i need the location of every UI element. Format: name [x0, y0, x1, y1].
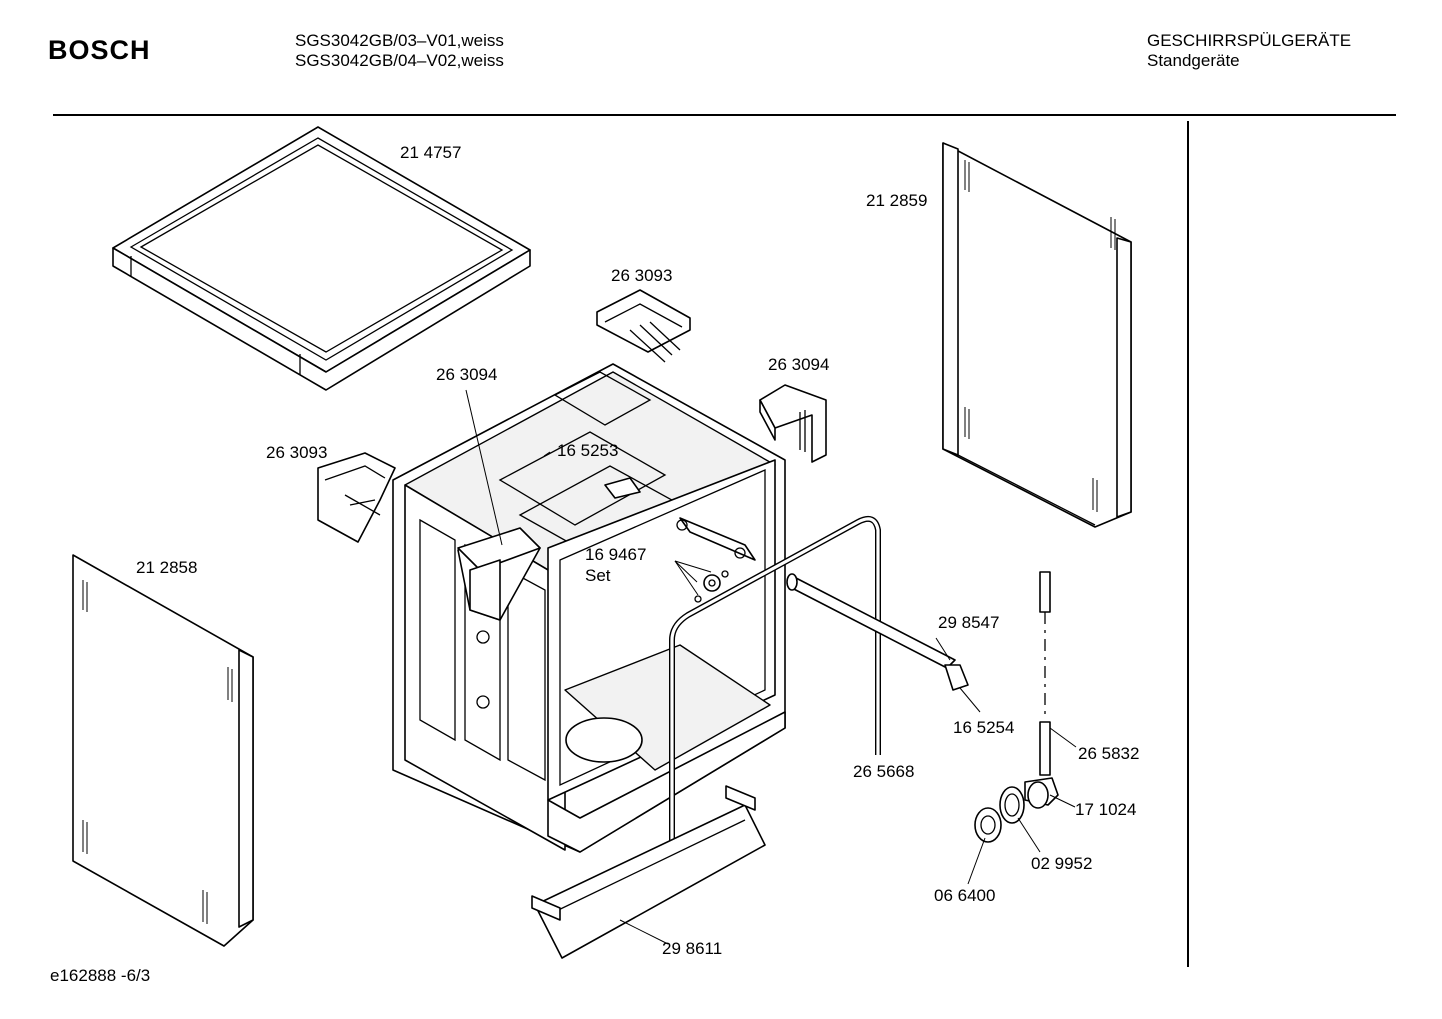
foot-screw-part — [1039, 571, 1051, 776]
category-title: GESCHIRRSPÜLGERÄTE — [1147, 31, 1352, 50]
model-line-1: SGS3042GB/03–V01,weiss — [295, 31, 504, 50]
document-code: e162888 -6/3 — [50, 966, 151, 985]
part-label-clip-top: 16 5253 — [557, 441, 619, 460]
bracket-right-part — [759, 384, 827, 463]
ring-part — [999, 786, 1025, 824]
brand-logo: BOSCH — [48, 35, 151, 65]
rail-part — [786, 573, 969, 691]
part-label-rail: 29 8547 — [938, 613, 1000, 632]
part-label-side-panel-left: 21 2858 — [136, 558, 198, 577]
part-label-foot-screw: 26 5832 — [1078, 744, 1140, 763]
part-label-ring: 02 9952 — [1031, 854, 1093, 873]
right-margin-divider — [1187, 121, 1189, 967]
hose-connector-part — [1024, 777, 1059, 809]
part-label-hinge-set-number: 16 9467 — [585, 545, 647, 564]
tub-body-part — [392, 363, 786, 853]
cap-part — [974, 807, 1002, 843]
part-label-bracket-top: 26 3093 — [611, 266, 673, 285]
left-side-panel-part — [72, 554, 254, 947]
part-label-rail-end: 16 5254 — [953, 718, 1015, 737]
bracket-top-part — [596, 289, 691, 363]
plinth-part — [531, 785, 766, 959]
part-label-top-cover: 21 4757 — [400, 143, 462, 162]
part-label-side-panel-right: 21 2859 — [866, 191, 928, 210]
top-cover-part — [112, 126, 531, 391]
part-label-hose-connector: 17 1024 — [1075, 800, 1137, 819]
model-line-2: SGS3042GB/04–V02,weiss — [295, 51, 504, 70]
part-label-plinth: 29 8611 — [662, 939, 723, 958]
header-divider — [53, 114, 1396, 116]
part-label-cap: 06 6400 — [934, 886, 996, 905]
right-side-panel-part — [942, 142, 1132, 528]
bracket-left-part — [317, 452, 396, 543]
door-seal-part — [669, 515, 881, 877]
part-label-bracket-right: 26 3094 — [768, 355, 830, 374]
subcategory-title: Standgeräte — [1147, 51, 1240, 70]
part-label-bracket-center: 26 3094 — [436, 365, 498, 384]
part-label-door-seal: 26 5668 — [853, 762, 915, 781]
leader-lines — [465, 389, 1077, 945]
part-label-bracket-left: 26 3093 — [266, 443, 328, 462]
part-label-hinge-set-word: Set — [585, 566, 611, 585]
